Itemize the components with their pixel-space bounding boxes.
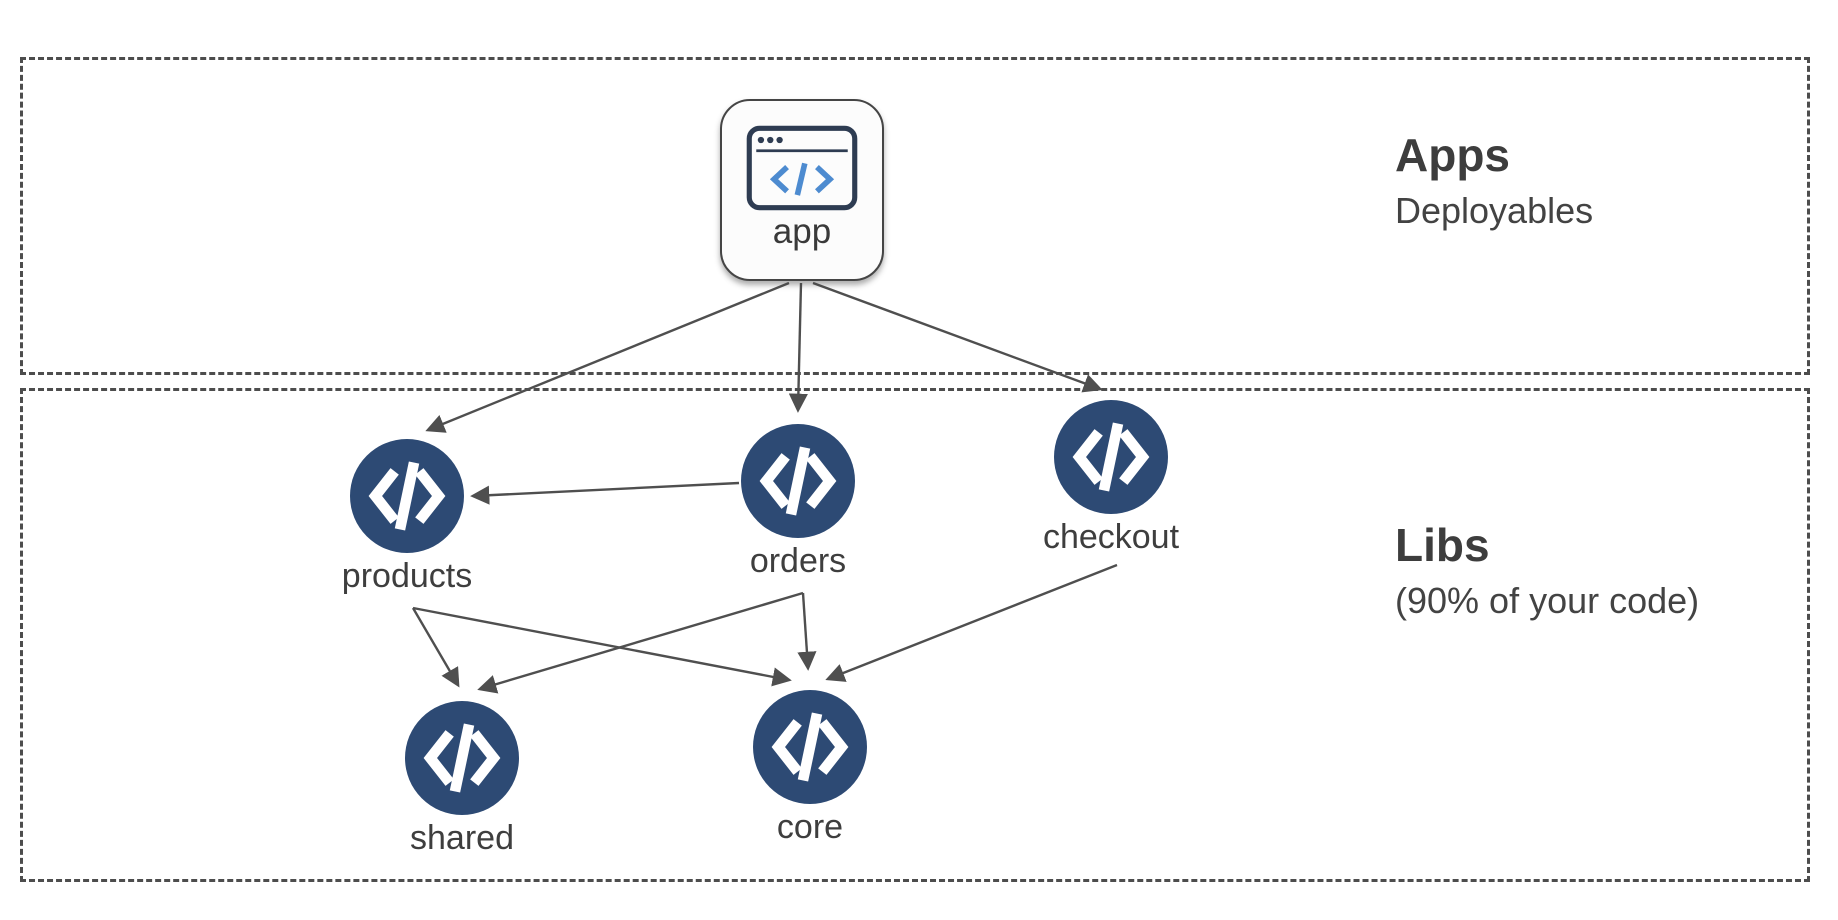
node-shared-circle	[405, 701, 519, 815]
node-products-circle	[350, 439, 464, 553]
node-products-label: products	[341, 557, 473, 595]
node-checkout-circle	[1054, 400, 1168, 514]
browser-window-code-icon	[746, 125, 858, 211]
node-app-label: app	[772, 212, 832, 251]
code-chevrons-icon	[423, 723, 501, 793]
node-checkout-label: checkout	[1042, 518, 1180, 556]
node-orders-circle	[741, 424, 855, 538]
apps-group-label: Apps Deployables	[1395, 130, 1593, 230]
libs-group-subtitle: (90% of your code)	[1395, 579, 1700, 621]
node-products: products	[322, 439, 492, 595]
node-app: app	[720, 99, 884, 281]
node-shared: shared	[377, 701, 547, 857]
code-chevrons-icon	[1072, 422, 1150, 492]
node-core-label: core	[776, 808, 844, 846]
node-core-circle	[753, 690, 867, 804]
node-shared-label: shared	[410, 819, 514, 857]
node-orders-label: orders	[749, 542, 847, 580]
code-chevrons-icon	[759, 446, 837, 516]
libs-group-title: Libs	[1395, 519, 1490, 571]
node-checkout: checkout	[1026, 400, 1196, 556]
node-orders: orders	[713, 424, 883, 580]
code-chevrons-icon	[771, 712, 849, 782]
node-core: core	[725, 690, 895, 846]
code-chevrons-icon	[368, 461, 446, 531]
libs-group-box	[20, 388, 1810, 882]
apps-group-title: Apps	[1395, 129, 1510, 181]
apps-group-subtitle: Deployables	[1395, 189, 1594, 231]
libs-group-label: Libs (90% of your code)	[1395, 520, 1699, 620]
